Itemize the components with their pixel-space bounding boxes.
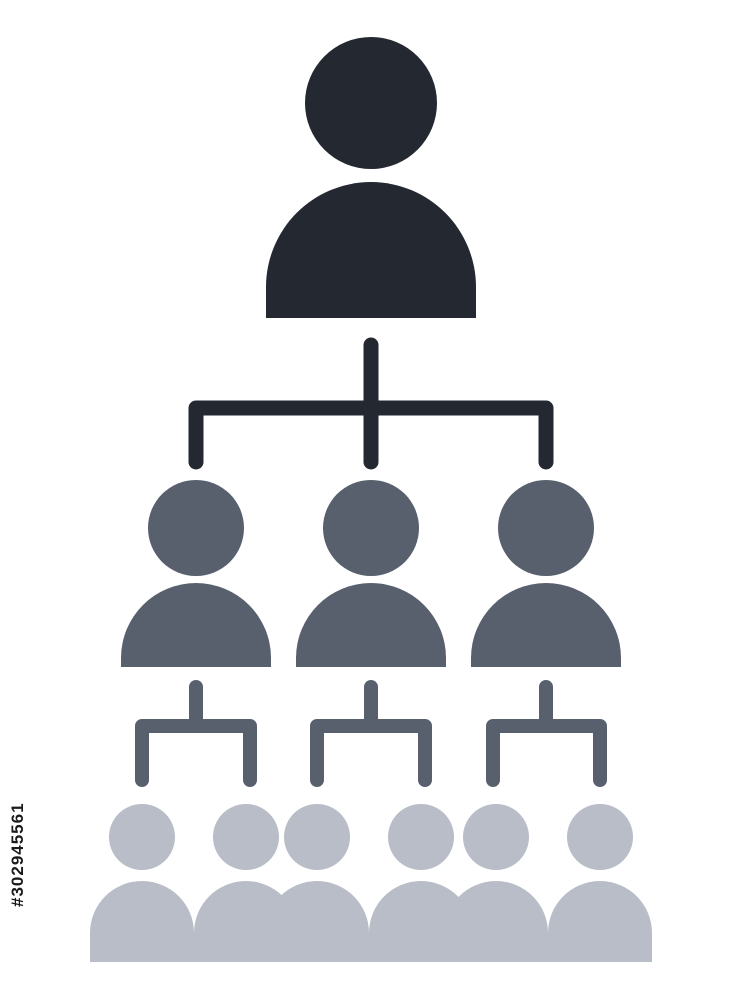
- person-head: [284, 804, 350, 870]
- person-head: [567, 804, 633, 870]
- person-head: [109, 804, 175, 870]
- level-1-person: [266, 37, 476, 318]
- person-body: [266, 182, 476, 318]
- connector-level-2-to-3: [135, 680, 607, 787]
- level-2-person: [471, 480, 621, 667]
- stock-id-label: #302945561: [8, 802, 27, 908]
- person-head: [213, 804, 279, 870]
- person-head: [388, 804, 454, 870]
- person-head: [305, 37, 437, 169]
- person-body: [90, 881, 194, 962]
- person-body: [444, 881, 548, 962]
- person-body: [471, 583, 621, 667]
- connector-level-1-to-2: [188, 337, 554, 470]
- person-body: [548, 881, 652, 962]
- person-head: [498, 480, 594, 576]
- person-head: [463, 804, 529, 870]
- person-head: [323, 480, 419, 576]
- level-2-person: [296, 480, 446, 667]
- person-body: [265, 881, 369, 962]
- level-3-team: [90, 804, 652, 962]
- person-body: [296, 583, 446, 667]
- level-2-person: [121, 480, 271, 667]
- person-head: [148, 480, 244, 576]
- person-body: [121, 583, 271, 667]
